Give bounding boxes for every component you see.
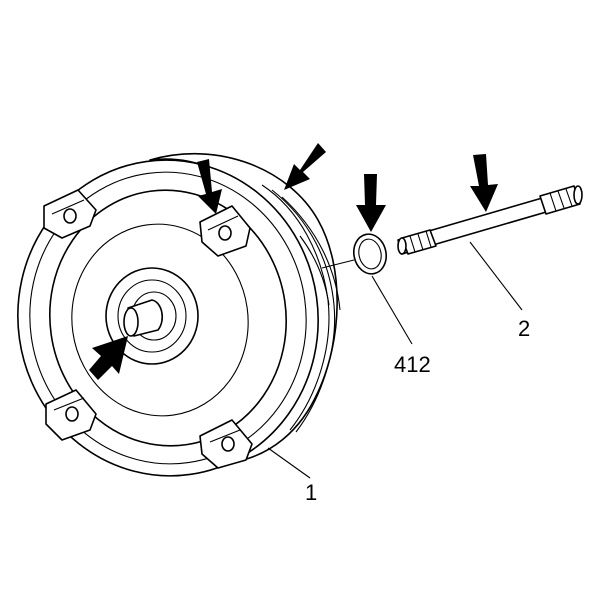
mounting-lug-bottom-left bbox=[45, 389, 97, 441]
arrow-icon bbox=[284, 143, 326, 190]
pilot-hub-end bbox=[123, 307, 139, 337]
arrow-icon bbox=[197, 159, 222, 214]
arrow-icon bbox=[470, 154, 498, 212]
callout-label-2: 2 bbox=[518, 316, 530, 341]
input-shaft bbox=[397, 185, 583, 255]
face-ring bbox=[71, 223, 249, 417]
housing-rim-line bbox=[281, 196, 341, 311]
torque-converter bbox=[17, 152, 341, 477]
mounting-lug-top-left bbox=[43, 189, 97, 239]
shaft-centerline bbox=[321, 259, 355, 269]
leader-lines bbox=[267, 241, 523, 479]
o-ring-seal bbox=[353, 233, 387, 275]
mounting-lug-top-right bbox=[199, 205, 251, 257]
arrow-icon bbox=[89, 336, 128, 380]
housing-rim-line bbox=[271, 189, 336, 433]
leader-line-2 bbox=[469, 241, 523, 311]
housing-rim-line bbox=[299, 235, 330, 306]
hub-ring-inner bbox=[117, 279, 187, 353]
leader-line-412 bbox=[371, 275, 413, 345]
face-ring-outer bbox=[29, 171, 307, 465]
callout-label-1: 1 bbox=[305, 480, 317, 505]
mounting-lug-bottom-right bbox=[199, 419, 253, 469]
face-ring bbox=[48, 189, 288, 447]
leader-line-1 bbox=[267, 447, 311, 479]
arrow-icon bbox=[356, 174, 386, 232]
callout-label-412: 412 bbox=[394, 352, 431, 377]
pointer-arrows bbox=[89, 143, 498, 380]
